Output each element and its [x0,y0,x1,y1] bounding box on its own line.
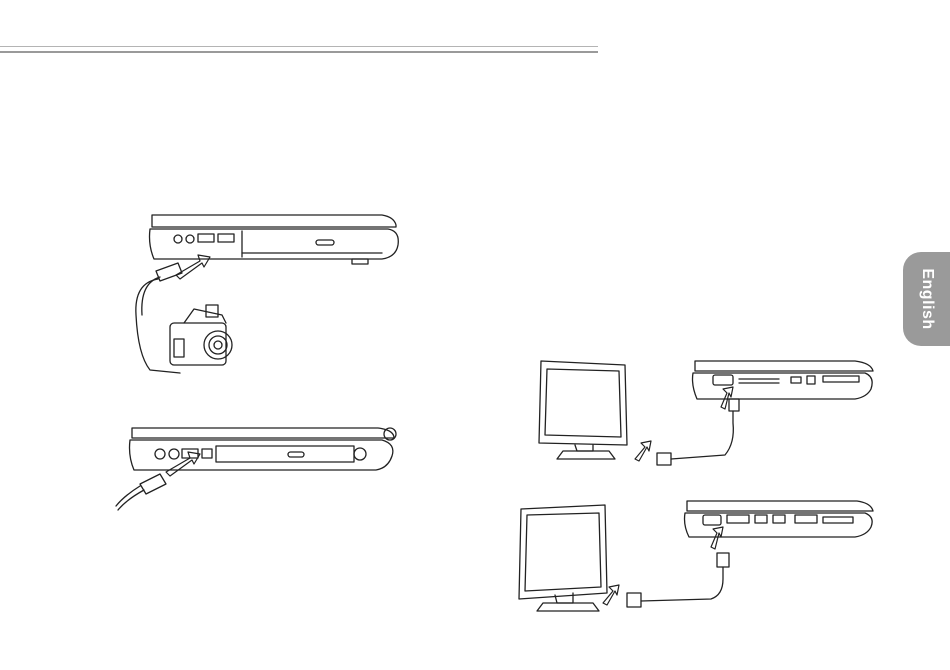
language-tab[interactable]: English [903,252,950,346]
header-rule-thick [0,51,598,53]
laptop-side-icon [685,501,874,537]
monitor-icon [539,361,627,459]
figure-camera-usb [120,205,410,380]
arrow-icon [166,452,200,476]
arrow-icon [603,527,723,605]
monitor-icon [519,505,607,611]
usb-cable-icon [116,474,166,510]
camera-icon [170,305,232,365]
figure-usb-device [110,420,405,515]
vga-cable-icon [657,399,739,465]
laptop-side-icon [150,215,399,264]
language-tab-label: English [918,268,936,329]
figure-monitor-vga-1 [535,355,880,470]
header-rule-thin [0,46,598,47]
vga-cable-icon [627,553,729,607]
laptop-side-icon [693,361,874,399]
arrow-icon [635,387,733,461]
figure-monitor-vga-2 [515,495,880,615]
laptop-side-icon [130,428,397,470]
